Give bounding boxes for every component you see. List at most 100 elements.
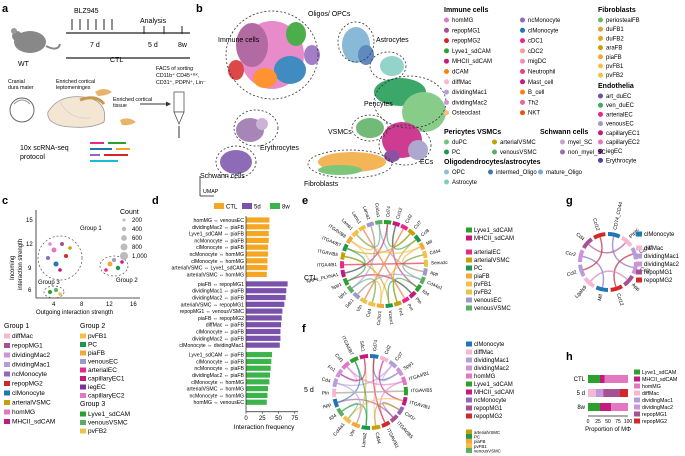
chord-gene-label: ITGAV/B1 xyxy=(409,400,431,411)
group2-item-swatch xyxy=(80,393,86,398)
f-legend-item-label: dividingMac1 xyxy=(474,358,510,364)
legend-item-label: iegEC xyxy=(606,149,623,155)
f-legend-item-swatch xyxy=(466,397,472,403)
e-legend-item-label: Lyve1_sdCAM xyxy=(474,228,513,234)
g-legend-item-label: dividingMac1 xyxy=(644,254,680,260)
legend-item-swatch xyxy=(520,27,525,33)
t8w-label: 8w xyxy=(178,42,188,49)
chord-arc xyxy=(413,234,422,243)
d-xtick-label: 75 xyxy=(291,416,298,422)
group2-item-label: iegEC xyxy=(88,384,106,391)
chord-arc xyxy=(595,285,609,292)
chord-gene-label: Cd4 xyxy=(575,232,586,243)
legend-item-swatch xyxy=(444,27,449,33)
chord-gene-label: Ccl2 xyxy=(640,266,651,274)
e-legend-item-label: pvFB1 xyxy=(474,282,492,288)
legend-item-label: diffMac xyxy=(452,80,471,86)
d-xtick-label: 50 xyxy=(275,416,282,422)
e-legend-item-swatch xyxy=(466,257,472,263)
chord-gene-label: Cd74 xyxy=(372,339,379,351)
chord-gene-label: Cd44 xyxy=(429,248,441,255)
d-xtick-label: 25 xyxy=(259,416,266,422)
chord-arc xyxy=(400,376,408,386)
e-legend-item-swatch xyxy=(466,249,472,255)
legend-item-label: duFB2 xyxy=(606,36,624,42)
legend-item-swatch xyxy=(598,139,603,145)
legend-item-swatch xyxy=(444,99,449,105)
d-legend-label: CTL xyxy=(226,205,238,211)
chord-gene-label: Fn1 xyxy=(397,308,404,318)
d-category-label: clMonocyte ⇔ homMG xyxy=(191,380,244,386)
chord-gene-label: ITGAV/B1 xyxy=(385,428,400,450)
legend-item-swatch xyxy=(520,99,525,105)
lepto-label-2: leptomeninges xyxy=(56,85,91,91)
f-legend-item-label: ncMonocyte xyxy=(474,398,507,404)
chord-gene-label: Lama2 xyxy=(361,432,369,448)
chord-gene-label: Lama2 xyxy=(362,205,371,220)
chord-gene-label: Ccl2 xyxy=(404,213,413,224)
h-legend-item-label: dividingMac2 xyxy=(642,405,673,411)
legend-item-swatch xyxy=(598,63,603,69)
chord-arc xyxy=(418,242,426,251)
chord-arc xyxy=(342,277,350,286)
panel-e-letter: e xyxy=(302,195,308,207)
chord-arc xyxy=(395,367,404,377)
d-bar xyxy=(246,379,270,385)
umap-axis-label: UMAP xyxy=(203,189,219,195)
f-legend-item-swatch xyxy=(466,381,472,387)
chord-gene-label: Lamc1 xyxy=(351,210,363,225)
legend-item-label: art_duEC xyxy=(606,94,632,100)
e-legend-item-label: venousEC xyxy=(474,298,502,304)
legend-item-swatch xyxy=(444,17,449,23)
c-xtick: 8 xyxy=(80,302,84,308)
chord-gene-label: Cd44 xyxy=(374,432,382,445)
timeline xyxy=(66,32,190,59)
chord-arc xyxy=(593,232,606,240)
d-category-label: diffMac ⇔ piaFB xyxy=(206,323,245,329)
legend-item-label: Astrocyte xyxy=(452,180,478,186)
legend-item-swatch xyxy=(538,169,543,175)
d-bar xyxy=(246,301,285,307)
group2-item-label: venousEC xyxy=(88,359,118,366)
chord-gene-label: Vcam1 xyxy=(388,310,395,325)
cluster-label-schwann: Schwann cells xyxy=(200,173,245,180)
e-legend-item-swatch xyxy=(466,297,472,303)
h-xtick-label: 50 xyxy=(605,419,611,425)
chord-link xyxy=(613,253,633,287)
legend-item-label: venousEC xyxy=(606,122,634,128)
chord-gene-label: ITGA4/B7 xyxy=(340,335,355,357)
h-legend-item-swatch xyxy=(634,404,640,410)
chord-link xyxy=(611,236,634,269)
d-bar xyxy=(246,281,288,287)
c-group-label-2: Group 2 xyxy=(116,278,138,284)
f-legend-item-label: PC xyxy=(474,435,480,440)
group1-item-swatch xyxy=(4,343,10,348)
legend-item-label: dividingMac1 xyxy=(452,90,488,96)
chord-gene-label: Cd74 xyxy=(385,206,391,218)
chord-arc xyxy=(414,283,423,293)
group1-item-swatch xyxy=(4,371,10,377)
f-legend-item-label: pvFB1 xyxy=(474,444,487,449)
e-legend-item-swatch xyxy=(466,273,472,279)
legend-item-swatch xyxy=(520,89,525,95)
chord-gene-label: Prn xyxy=(406,303,414,312)
d-legend-swatch xyxy=(270,203,280,209)
legend-item-swatch xyxy=(598,157,603,163)
group1-item-label: homMG xyxy=(12,409,35,416)
h-legend-item-label: Lyve1_sdCAM xyxy=(642,370,676,376)
f-legend-item-label: diffMac xyxy=(474,350,493,356)
legend-item-label: repopMG2 xyxy=(452,39,481,45)
chord-arc xyxy=(341,361,351,370)
chord-gene-label: Ccl7 xyxy=(413,219,423,230)
h-legend-item-swatch xyxy=(634,390,640,396)
group2-item-swatch xyxy=(80,342,86,347)
d-bar xyxy=(246,294,286,301)
e-legend-item-label: arterialVSMC xyxy=(474,258,510,264)
d-bar xyxy=(246,217,270,223)
d-legend-label: 5d xyxy=(254,205,261,211)
d-category-label: clMonocyte ⇔ dividingMac1 xyxy=(179,343,244,349)
d-bar xyxy=(246,237,269,243)
d-bar xyxy=(246,231,269,237)
f-legend-item-swatch xyxy=(466,389,472,395)
cluster-label-oligos: Oligos/ OPCs xyxy=(308,11,351,18)
